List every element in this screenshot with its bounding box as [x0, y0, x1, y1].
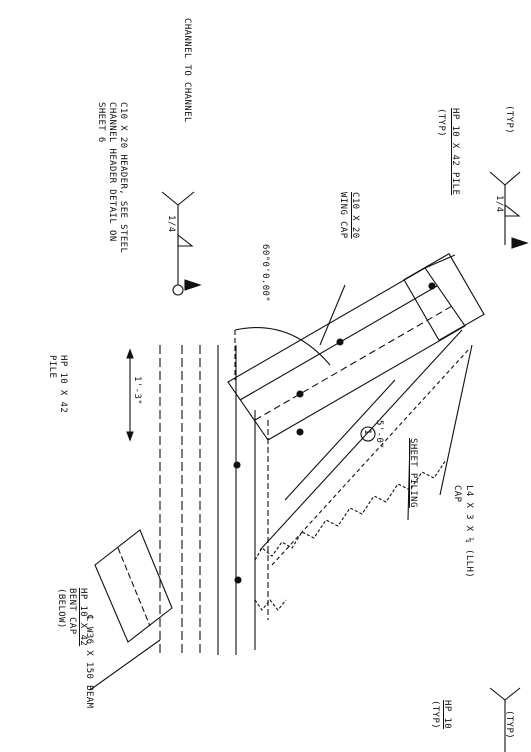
label-header-note-3: SHEET 6: [96, 102, 106, 143]
cap-angle-line: [259, 329, 463, 551]
leader-wing-cap: [319, 284, 346, 346]
dim-5-0-line: [284, 379, 396, 501]
weld-symbol-1-arrow-b: [177, 191, 195, 206]
label-bent-cap-3: (BELOW): [56, 588, 66, 629]
label-typ-hp-right: (TYP): [430, 700, 440, 730]
label-header-note-1: C10 X 20 HEADER, SEE STEEL: [118, 102, 128, 254]
weld-dot: [296, 428, 304, 436]
label-typ-hp: (TYP): [436, 108, 446, 138]
label-channel-to-channel: CHANNEL TO CHANNEL: [182, 18, 192, 123]
angle-arc: [234, 327, 331, 366]
weld-flag-1: [184, 279, 202, 291]
weld-dot: [233, 461, 241, 469]
label-hp-right: HP 10: [442, 700, 452, 730]
label-wing-cap: WING CAP: [338, 192, 348, 239]
beam-leader: [89, 639, 161, 691]
sheet-piling-zigzag: [254, 459, 447, 561]
label-sheet-piling: SHEET PILING: [408, 438, 418, 508]
label-wing-cap-size: C10 X 20: [350, 192, 360, 239]
wing-end-block: [403, 252, 485, 342]
bent-cap-pile: [94, 529, 173, 643]
weld-symbol-1-fillet: [177, 233, 194, 247]
weld-symbol-2-arrow-b: [504, 171, 521, 186]
label-angle: 60°0'0.00": [260, 244, 270, 303]
label-dim-5-0: 5'-0": [374, 420, 384, 450]
label-cap-angle-2: CAP: [452, 485, 462, 503]
sheet-piling-zigzag-2: [254, 599, 287, 611]
dim-arrow-bot: [126, 431, 134, 442]
weld-symbol-3-arrow: [489, 687, 506, 701]
weld-symbol-1-arrow: [161, 191, 179, 206]
wing-cap-inner-2: [254, 305, 453, 421]
label-typ-right: (TYP): [504, 710, 514, 740]
section-marker-circle: [360, 426, 376, 442]
bent-cap-centerline: [117, 547, 151, 627]
weld-symbol-2-arrow: [489, 171, 506, 186]
weld-all-around-circle: [172, 284, 184, 296]
weld-dot: [428, 282, 436, 290]
label-weld-size-2: 1/4: [494, 195, 504, 213]
label-header-note-2: CHANNEL HEADER DETAIL ON: [107, 102, 117, 242]
weld-symbol-2-fillet: [504, 203, 521, 217]
leader-hp-pile: [424, 254, 456, 269]
weld-dot: [296, 390, 304, 398]
label-beam: ℄ W36 X 150 BEAM: [84, 615, 94, 709]
label-circle-num: 1: [362, 429, 372, 435]
label-dim-1-3: 1'-3": [132, 376, 142, 406]
label-hp-pile-mid-2: PILE: [47, 355, 57, 379]
weld-dot: [336, 338, 344, 346]
label-typ-top: (TYP): [504, 105, 514, 135]
leader-cap-angle: [439, 344, 473, 496]
label-bent-cap-2: BENT CAP: [67, 588, 77, 635]
weld-dot: [234, 576, 242, 584]
label-cap-angle-1: L4 X 3 X ¼ (LLH): [464, 485, 474, 579]
label-hp-pile-mid-1: HP 10 X 42: [58, 355, 68, 414]
weld-flag-2: [511, 237, 529, 249]
label-hp-pile-top: HP 10 X 42 PILE: [450, 108, 460, 196]
weld-symbol-3-arrow-b: [504, 687, 521, 701]
wing-cap-member: [227, 267, 466, 441]
leader-sheet-pile: [407, 439, 411, 521]
label-weld-size-1: 1/4: [166, 215, 176, 233]
dim-arrow-top: [126, 348, 134, 359]
